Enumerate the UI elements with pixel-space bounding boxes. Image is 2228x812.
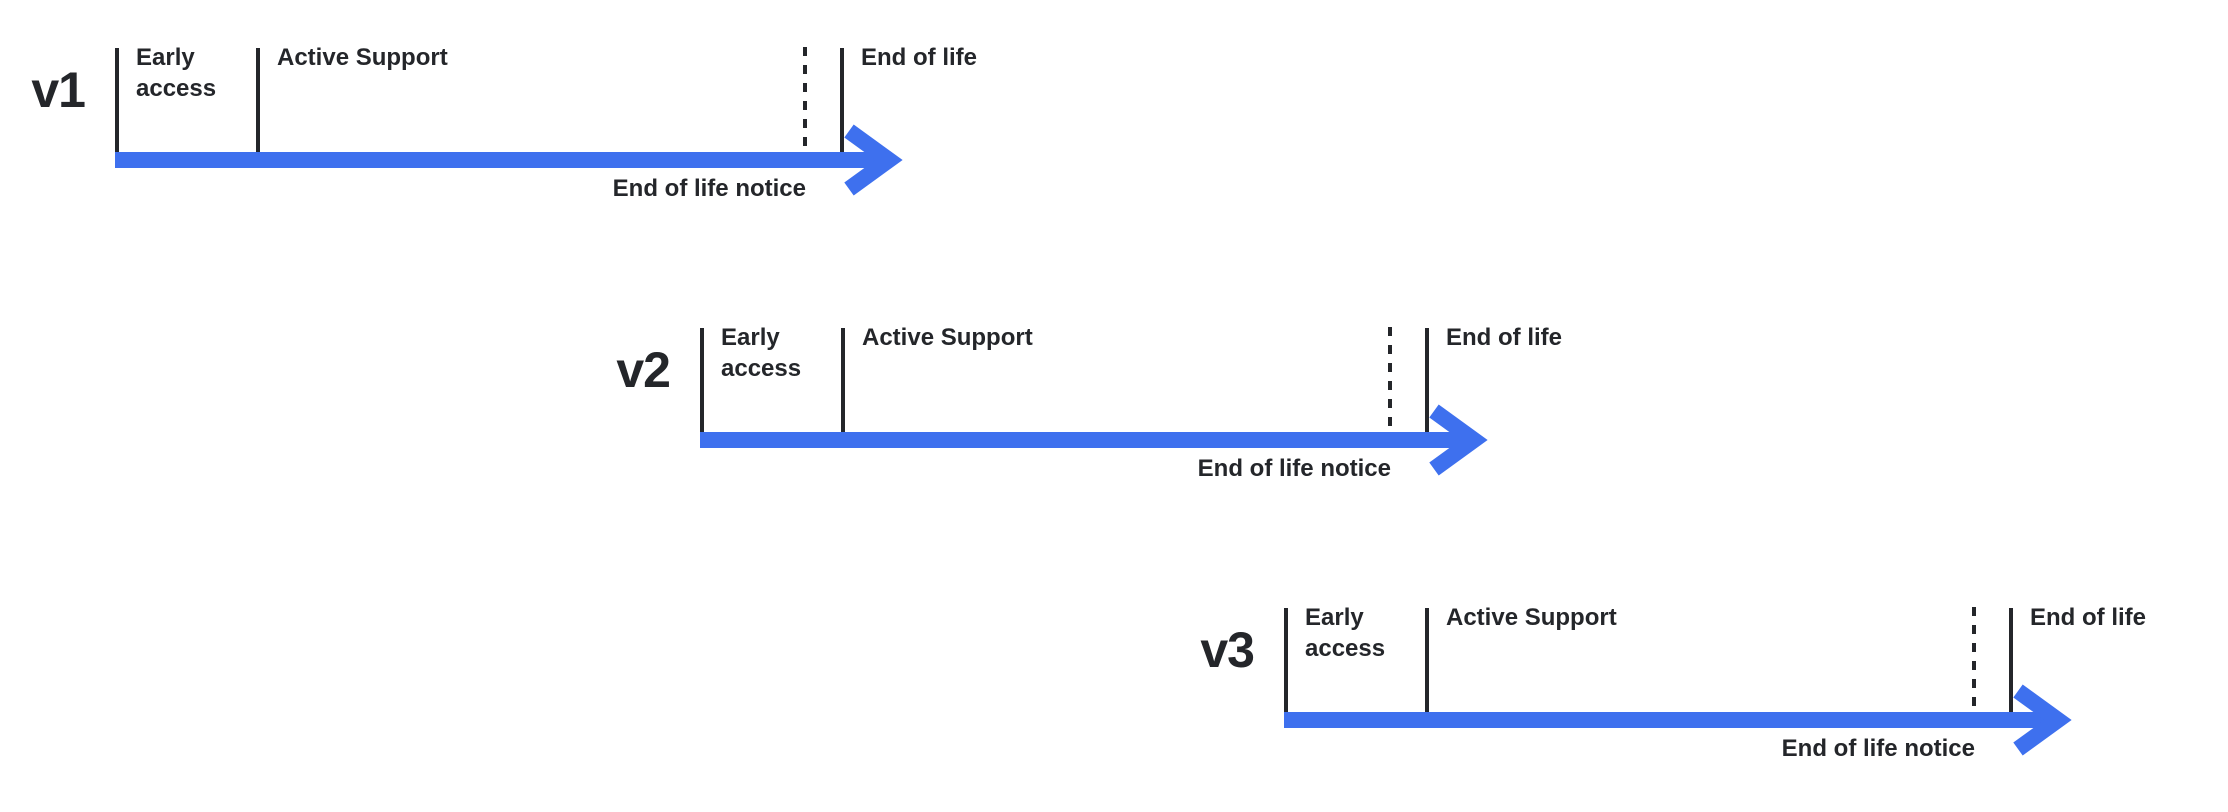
eol-notice-dashed-line bbox=[803, 47, 807, 149]
timeline-v2: v2 Early access Active Support End of li… bbox=[585, 280, 1605, 510]
active-support-label: Active Support bbox=[862, 324, 1033, 351]
early-access-start-tick bbox=[115, 48, 119, 152]
eol-notice-label: End of life notice bbox=[1197, 455, 1391, 482]
timeline-v3: v3 Early access Active Support End of li… bbox=[1169, 560, 2189, 790]
timeline-v1: v1 Early access Active Support End of li… bbox=[0, 0, 1020, 230]
early-access-label: Early access bbox=[136, 44, 217, 102]
end-of-life-label: End of life bbox=[1446, 324, 1562, 351]
end-of-life-tick bbox=[840, 48, 844, 152]
end-of-life-label: End of life bbox=[2030, 604, 2146, 631]
timeline-arrow bbox=[700, 404, 1488, 476]
active-support-start-tick bbox=[256, 48, 260, 152]
early-access-start-tick bbox=[1284, 608, 1288, 712]
active-support-start-tick bbox=[1425, 608, 1429, 712]
early-access-start-tick bbox=[700, 328, 704, 432]
active-support-label: Active Support bbox=[277, 44, 448, 71]
early-access-label: Early access bbox=[1305, 604, 1386, 662]
timeline-arrow bbox=[115, 124, 903, 196]
eol-notice-dashed-line bbox=[1972, 607, 1976, 709]
eol-notice-label: End of life notice bbox=[1781, 735, 1975, 762]
version-label: v2 bbox=[616, 342, 671, 398]
end-of-life-label: End of life bbox=[861, 44, 977, 71]
eol-notice-dashed-line bbox=[1388, 327, 1392, 429]
timeline-arrow bbox=[1284, 684, 2072, 756]
version-label: v3 bbox=[1200, 622, 1255, 678]
end-of-life-tick bbox=[2009, 608, 2013, 712]
version-label: v1 bbox=[31, 62, 86, 118]
eol-notice-label: End of life notice bbox=[612, 175, 806, 202]
active-support-label: Active Support bbox=[1446, 604, 1617, 631]
active-support-start-tick bbox=[841, 328, 845, 432]
early-access-label: Early access bbox=[721, 324, 802, 382]
end-of-life-tick bbox=[1425, 328, 1429, 432]
